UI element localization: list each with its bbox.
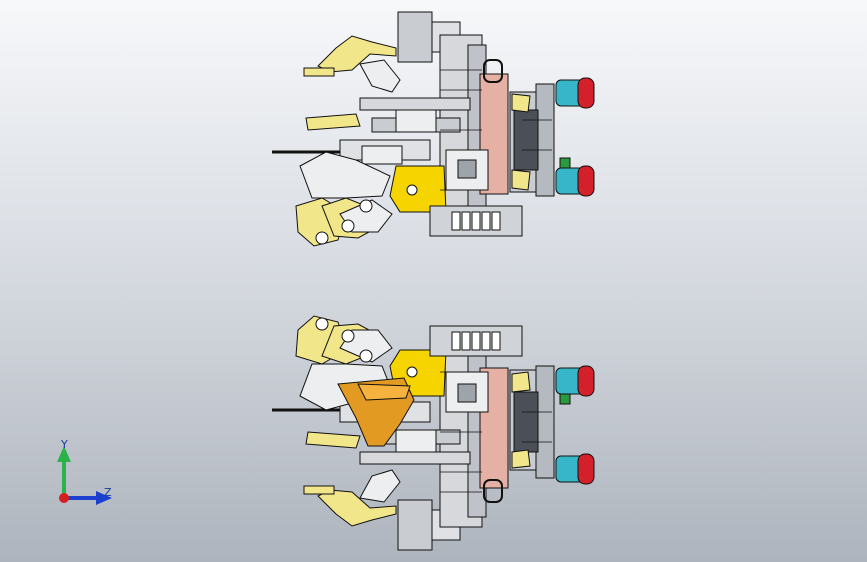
y-axis-arrow-icon	[57, 446, 71, 462]
orange-weld-part[interactable]	[337, 377, 415, 447]
x-axis-origin-icon	[59, 493, 69, 503]
y-axis-label: Y	[60, 438, 68, 451]
coordinate-triad: Y Z	[57, 438, 112, 505]
z-axis-arrow-icon	[96, 491, 112, 505]
fixture-bottom-view[interactable]	[270, 314, 596, 552]
z-axis-label: Z	[104, 486, 112, 499]
fixture-top-view[interactable]	[270, 10, 596, 248]
